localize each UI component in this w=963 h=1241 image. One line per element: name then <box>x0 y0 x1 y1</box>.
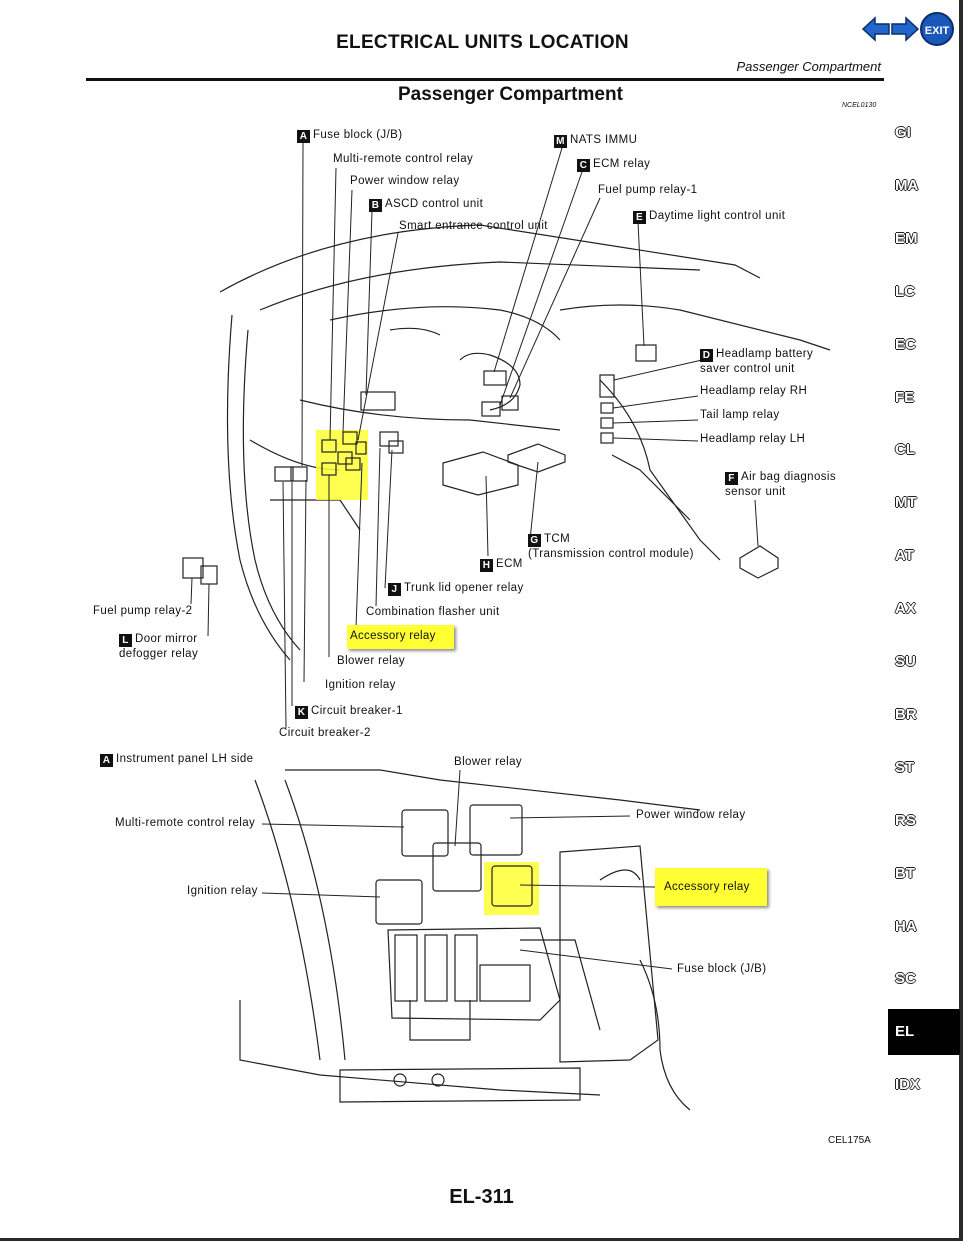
section-code: NCEL0130 <box>842 102 877 109</box>
toc-item-ec[interactable]: EC <box>895 335 916 353</box>
toc-item-rs[interactable]: RS <box>895 811 916 829</box>
page-number: EL-311 <box>449 1186 514 1208</box>
label-fuel-pump-relay-2: Fuel pump relay-2 <box>93 605 193 617</box>
page-bottom-border <box>0 1238 963 1241</box>
label-blower-relay-lower: Blower relay <box>454 756 523 768</box>
label-blower-relay: Blower relay <box>337 655 406 667</box>
toc-item-bt[interactable]: BT <box>895 864 915 882</box>
toc-item-ma[interactable]: MA <box>895 176 919 194</box>
header-subtitle: Passenger Compartment <box>736 59 881 74</box>
toc-item-ax[interactable]: AX <box>895 600 916 618</box>
toc-item-st[interactable]: ST <box>895 758 915 776</box>
label-accessory-relay-lower: Accessory relay <box>655 868 767 906</box>
label-ignition-relay-lower: Ignition relay <box>187 885 258 897</box>
label-accessory-relay-upper: Accessory relay <box>347 625 454 649</box>
label-fuse-block-lower: Fuse block (J/B) <box>677 963 767 975</box>
toc-item-mt[interactable]: MT <box>895 494 917 512</box>
label-tail-lamp-relay: Tail lamp relay <box>700 409 780 421</box>
label-multi-remote-relay-lower: Multi-remote control relay <box>115 817 256 829</box>
label-headlamp-relay-lh: Headlamp relay LH <box>700 433 806 445</box>
label-circuit-breaker-2: Circuit breaker-2 <box>279 727 371 739</box>
toc-item-idx[interactable]: IDX <box>895 1076 921 1094</box>
label-power-window-relay: Power window relay <box>350 175 460 187</box>
arrow-right-icon[interactable] <box>891 16 919 42</box>
toc-item-sc[interactable]: SC <box>895 970 916 988</box>
toc-item-ha[interactable]: HA <box>895 917 917 935</box>
label-combination-flasher: Combination flasher unit <box>366 606 500 618</box>
label-power-window-relay-lower: Power window relay <box>636 809 746 821</box>
label-ignition-relay: Ignition relay <box>325 679 396 691</box>
header-rule <box>86 78 884 81</box>
section-title: Passenger Compartment <box>398 84 623 105</box>
label-multi-remote-relay: Multi-remote control relay <box>333 153 474 165</box>
toc-item-su[interactable]: SU <box>895 653 916 670</box>
page-title: ELECTRICAL UNITS LOCATION <box>336 32 629 53</box>
toc-item-gi[interactable]: GI <box>895 124 911 141</box>
page-right-border <box>959 0 963 1241</box>
arrow-left-icon[interactable] <box>862 16 890 42</box>
figure-code: CEL175A <box>828 1135 871 1146</box>
toc-item-cl[interactable]: CL <box>895 441 915 459</box>
label-fuel-pump-relay-1: Fuel pump relay-1 <box>598 184 698 196</box>
label-smart-entrance-unit: Smart entrance control unit <box>399 220 548 232</box>
toc-item-br[interactable]: BR <box>895 705 917 723</box>
toc-item-em[interactable]: EM <box>895 229 918 247</box>
toc-item-el[interactable]: EL <box>888 1009 960 1056</box>
toc-item-lc[interactable]: LC <box>895 282 915 300</box>
label-headlamp-relay-rh: Headlamp relay RH <box>700 385 808 397</box>
exit-button[interactable]: EXIT <box>920 12 954 46</box>
toc-item-at[interactable]: AT <box>895 547 914 565</box>
toc-item-fe[interactable]: FE <box>895 388 915 406</box>
nav-controls: EXIT <box>862 12 954 46</box>
